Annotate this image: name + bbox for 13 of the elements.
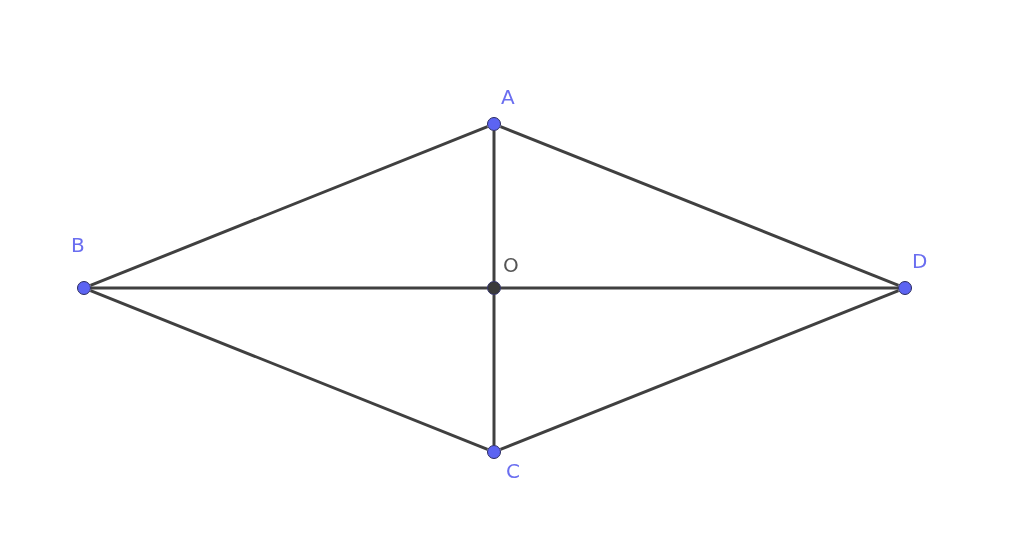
point-label: A [501,86,515,108]
line-segment [501,286,898,290]
point-label: B [71,234,85,256]
line-segment [499,125,900,287]
line-segment [91,286,487,290]
line-segment [499,289,900,451]
point-label: O [503,254,519,276]
line-segment [492,131,496,281]
line-segment [89,289,489,451]
line-segment [89,125,489,287]
point-label: D [912,250,928,272]
point-label: C [506,460,520,482]
line-segment [492,295,496,445]
